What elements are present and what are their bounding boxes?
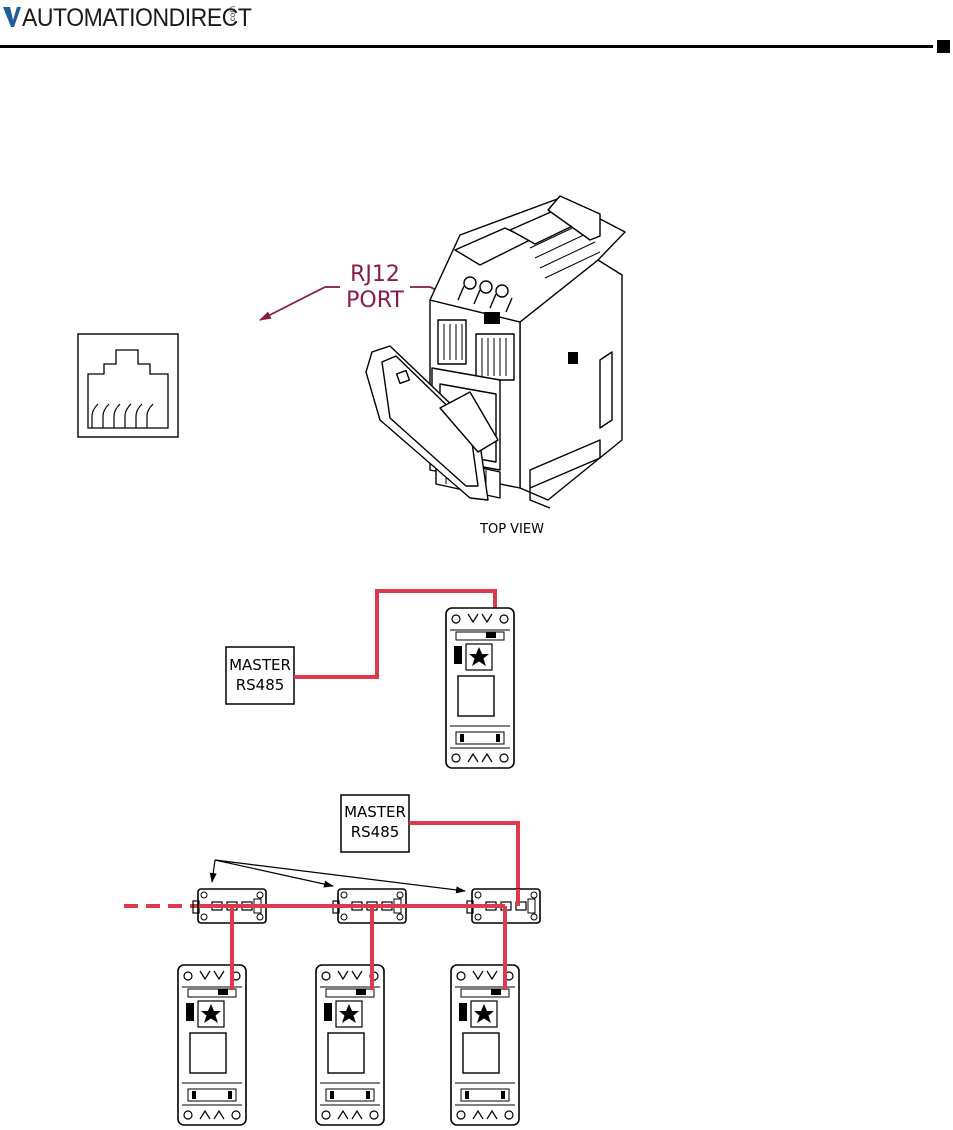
master-network-line1: MASTER [344,803,406,821]
master-network-line2: RS485 [351,823,400,841]
header-rule [0,45,933,48]
cable-master-to-drive [294,589,497,679]
caption-top-view: TOP VIEW [479,522,544,537]
logo-wordmark: AUTOMATIONDIRECT [22,4,252,32]
rj12-jack-diagram [77,333,179,438]
callout-label-port: PORT [346,288,404,313]
master-single-line1: MASTER [229,656,291,674]
master-box-single: MASTER RS485 [225,646,295,705]
automationdirect-logo: AUTOMATIONDIRECT [2,3,271,33]
network-cabling-overlay [200,889,520,923]
drive-network-3 [450,964,520,1126]
splitter-pointer-arrows [209,859,466,894]
callout-label-rj12: RJ12 [350,262,400,287]
network-drops-overlay [230,923,507,990]
master-box-network: MASTER RS485 [340,794,410,853]
drive-single [445,607,515,769]
drive-isometric-top-view [365,195,626,509]
page-header: AUTOMATIONDIRECT .com [0,0,953,60]
logo-chevron-icon [3,7,21,27]
header-rule-end-block [937,40,950,53]
master-single-line2: RS485 [236,676,285,694]
drive-network-1 [177,964,247,1126]
rj12-port-callout: RJ12 PORT [259,262,501,321]
